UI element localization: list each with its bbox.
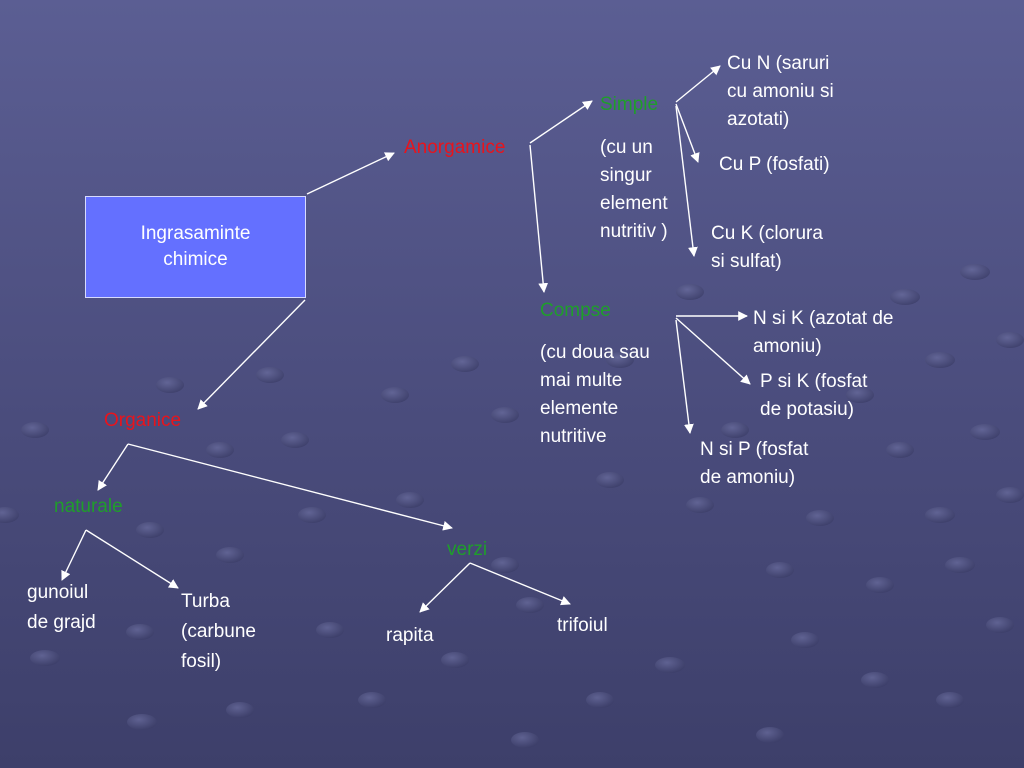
naturale-child-line: fosil)	[181, 651, 222, 672]
arrow-anorganice-simple	[529, 100, 593, 144]
compse-child-line: N si K (azotat de	[753, 308, 894, 329]
simple-desc-line: (cu un	[600, 137, 653, 158]
root-box: Ingrasaminte chimice	[85, 196, 306, 298]
anorganice-label: Anorgamice	[404, 137, 506, 158]
naturale-child-line: Turba	[181, 591, 230, 612]
arrow-simple-cup	[675, 103, 700, 163]
arrow-naturale-turba	[85, 529, 179, 589]
compse-child-line: N si P (fosfat	[700, 439, 809, 460]
compse-child-line: de potasiu)	[760, 399, 855, 420]
arrow-verzi-rapita	[419, 562, 471, 613]
simple-desc-line: singur	[600, 165, 652, 186]
compse-desc: (cu doua sau mai multe elemente nutritiv…	[540, 339, 650, 451]
simple-child-line: si sulfat)	[711, 251, 782, 272]
simple-child-line: Cu P (fosfati)	[719, 154, 830, 175]
arrow-compse-pk	[675, 317, 751, 385]
compse-label: Compse	[540, 300, 611, 321]
compse-child-pk: P si K (fosfat de potasiu)	[760, 368, 867, 424]
simple-child-line: azotati)	[727, 109, 790, 130]
simple-child-line: cu amoniu si	[727, 81, 834, 102]
connector-organice-naturale	[97, 443, 129, 491]
naturale-child-line: (carbune	[181, 621, 256, 642]
root-label-line2: chimice	[163, 249, 228, 270]
arrow-simple-cuk	[675, 105, 698, 257]
root-label-line1: Ingrasaminte	[140, 223, 251, 244]
arrow-naturale-gunoiul	[61, 529, 87, 581]
naturale-child-gunoiul: gunoiul de grajd	[27, 578, 96, 638]
simple-label: Simple	[600, 94, 659, 115]
simple-desc: (cu un singur element nutritiv )	[600, 134, 668, 246]
compse-child-line: amoniu)	[753, 336, 822, 357]
compse-child-nk: N si K (azotat de amoniu)	[753, 305, 893, 361]
compse-desc-line: mai multe	[540, 370, 623, 391]
simple-desc-line: element	[600, 193, 668, 214]
simple-child-cun: Cu N (saruri cu amoniu si azotati)	[727, 50, 834, 134]
compse-desc-line: elemente	[540, 398, 619, 419]
compse-child-line: de amoniu)	[700, 467, 796, 488]
naturale-child-line: gunoiul	[27, 582, 89, 603]
simple-desc-line: nutritiv )	[600, 221, 668, 242]
arrow-anorganice-compse	[529, 144, 549, 293]
arrow-organice-verzi	[127, 443, 453, 531]
simple-child-line: Cu K (clorura	[711, 223, 823, 244]
compse-desc-line: (cu doua sau	[540, 342, 650, 363]
organice-label: Organice	[104, 410, 182, 431]
arrow-root-organice	[197, 299, 306, 410]
arrow-compse-np	[675, 319, 694, 434]
arrow-root-anorganice	[306, 152, 395, 195]
verzi-child-trifoiul: trifoiul	[557, 615, 608, 636]
naturale-child-line: de grajd	[27, 612, 96, 633]
simple-child-cup: Cu P (fosfati)	[719, 151, 830, 179]
compse-desc-line: nutritive	[540, 426, 607, 447]
verzi-label: verzi	[447, 539, 488, 560]
simple-child-line: Cu N (saruri	[727, 53, 830, 74]
naturale-child-turba: Turba (carbune fosil)	[181, 587, 256, 677]
simple-child-cuk: Cu K (clorura si sulfat)	[711, 220, 823, 276]
naturale-label: naturale	[54, 496, 123, 517]
arrow-simple-cun	[675, 65, 721, 103]
compse-child-np: N si P (fosfat de amoniu)	[700, 436, 808, 492]
arrow-verzi-trifoiul	[469, 562, 571, 606]
verzi-child-rapita: rapita	[386, 625, 434, 646]
compse-child-line: P si K (fosfat	[760, 371, 868, 392]
